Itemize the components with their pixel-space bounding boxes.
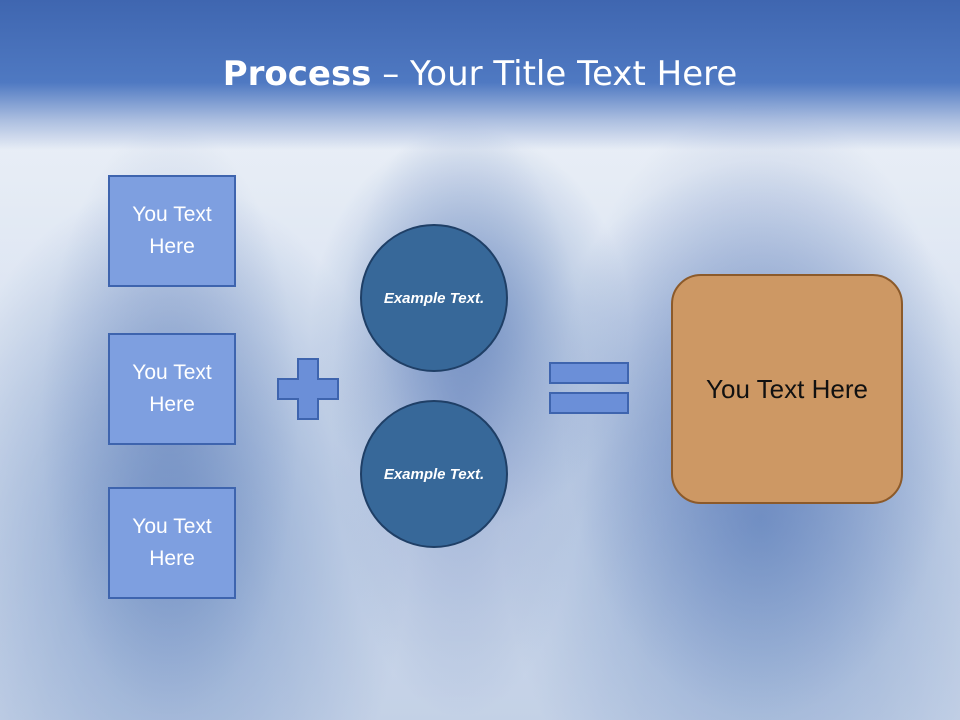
example-circle-2[interactable]: Example Text.	[360, 400, 508, 548]
title-bar	[0, 0, 960, 150]
input-box-3[interactable]: You Text Here	[108, 487, 236, 599]
example-circle-1[interactable]: Example Text.	[360, 224, 508, 372]
slide-title: Process – Your Title Text Here	[0, 52, 960, 96]
equals-icon	[549, 362, 629, 414]
input-box-1[interactable]: You Text Here	[108, 175, 236, 287]
input-box-2[interactable]: You Text Here	[108, 333, 236, 445]
title-bold: Process	[222, 54, 372, 94]
plus-icon	[277, 358, 339, 420]
result-box[interactable]: You Text Here	[671, 274, 903, 504]
title-rest: – Your Title Text Here	[371, 54, 738, 94]
